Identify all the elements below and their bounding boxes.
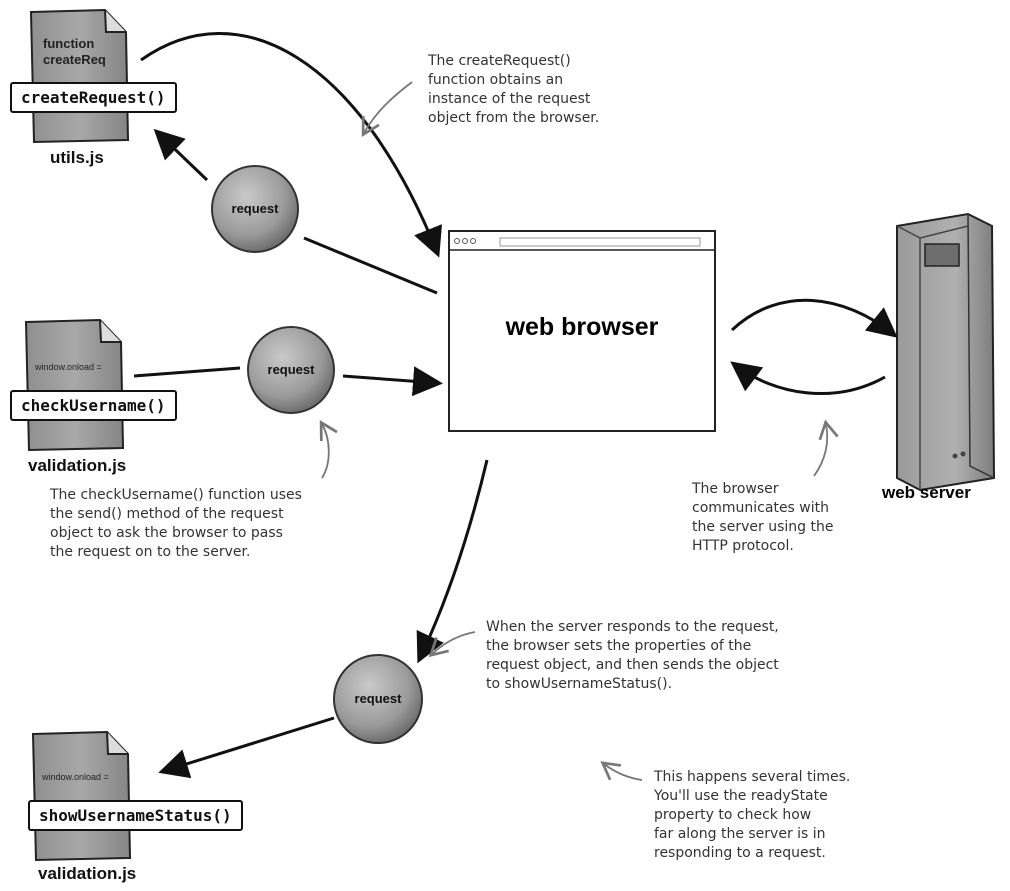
annotation-check-username: The checkUsername() function uses the se… xyxy=(50,486,302,562)
filename-label: validation.js xyxy=(38,864,137,883)
pointer-check-username xyxy=(319,420,338,479)
annotation-line: function obtains an xyxy=(428,72,564,88)
annotation-line: When the server responds to the request, xyxy=(486,619,779,635)
annotation-line: This happens several times. xyxy=(654,769,851,785)
document-icon xyxy=(31,730,132,862)
arrow-utils-to-browser xyxy=(140,32,442,258)
arrow-ball-to-browser-middle xyxy=(342,366,443,397)
document-icon xyxy=(24,318,125,452)
arrow-server-to-browser xyxy=(730,361,886,395)
request-label: request xyxy=(267,362,315,377)
annotation-line: the server using the xyxy=(692,519,834,535)
code-snippet: window.onload = xyxy=(35,360,123,376)
code-line: createReq xyxy=(43,52,106,67)
annotation-ready-state: This happens several times. You'll use t… xyxy=(654,768,850,863)
arrow-ball-to-browser-top xyxy=(303,236,438,295)
arrow-browser-to-ball-bottom xyxy=(416,459,489,664)
annotation-line: far along the server is in xyxy=(654,826,826,842)
code-line: window.onload = xyxy=(42,772,109,782)
annotation-line: the browser sets the properties of the xyxy=(486,638,752,654)
browser-window xyxy=(448,230,716,432)
function-box-show-username-status: showUsernameStatus() xyxy=(28,800,243,831)
filename-label: validation.js xyxy=(28,456,127,475)
server-label: web server xyxy=(882,483,971,502)
pointer-create-request xyxy=(361,81,413,137)
annotation-line: object to ask the browser to pass xyxy=(50,525,283,541)
request-ball-top xyxy=(211,165,299,253)
annotation-line: You'll use the readyState xyxy=(654,788,828,804)
pointer-http xyxy=(813,419,839,477)
annotation-line: The checkUsername() function uses xyxy=(50,487,302,503)
function-box-check-username: checkUsername() xyxy=(10,390,177,421)
annotation-line: the request on to the server. xyxy=(50,544,251,560)
annotation-http: The browser communicates with the server… xyxy=(692,480,833,556)
annotation-line: The createRequest() xyxy=(428,53,571,69)
function-box-create-request: createRequest() xyxy=(10,82,177,113)
code-snippet: window.onload = xyxy=(42,770,130,786)
annotation-line: property to check how xyxy=(654,807,812,823)
request-label: request xyxy=(354,691,402,706)
annotation-line: communicates with xyxy=(692,500,829,516)
annotation-line: request object, and then sends the objec… xyxy=(486,657,779,673)
annotation-line: HTTP protocol. xyxy=(692,538,794,554)
arrow-ball-to-status xyxy=(158,716,335,779)
arrow-browser-to-server xyxy=(730,298,898,338)
annotation-line: instance of the request xyxy=(428,91,591,107)
request-label: request xyxy=(231,201,279,216)
code-line: function xyxy=(43,36,95,51)
pointer-server-responds xyxy=(428,631,476,658)
pointer-ready-state xyxy=(600,761,643,781)
annotation-line: to showUsernameStatus(). xyxy=(486,676,673,692)
code-line: window.onload = xyxy=(35,362,102,372)
filename-label: utils.js xyxy=(50,148,104,167)
request-ball-bottom xyxy=(333,654,423,744)
annotation-line: The browser xyxy=(692,481,779,497)
annotation-server-responds: When the server responds to the request,… xyxy=(486,618,779,694)
annotation-line: the send() method of the request xyxy=(50,506,284,522)
request-ball-middle xyxy=(247,326,335,414)
server-icon xyxy=(896,212,996,492)
line-check-to-ball xyxy=(133,366,241,378)
arrow-ball-to-utils xyxy=(153,128,209,182)
annotation-line: object from the browser. xyxy=(428,110,600,126)
browser-label: web browser xyxy=(505,313,659,341)
code-snippet: function createReq xyxy=(43,36,125,82)
annotation-create-request: The createRequest() function obtains an … xyxy=(428,52,599,128)
annotation-line: responding to a request. xyxy=(654,845,826,861)
